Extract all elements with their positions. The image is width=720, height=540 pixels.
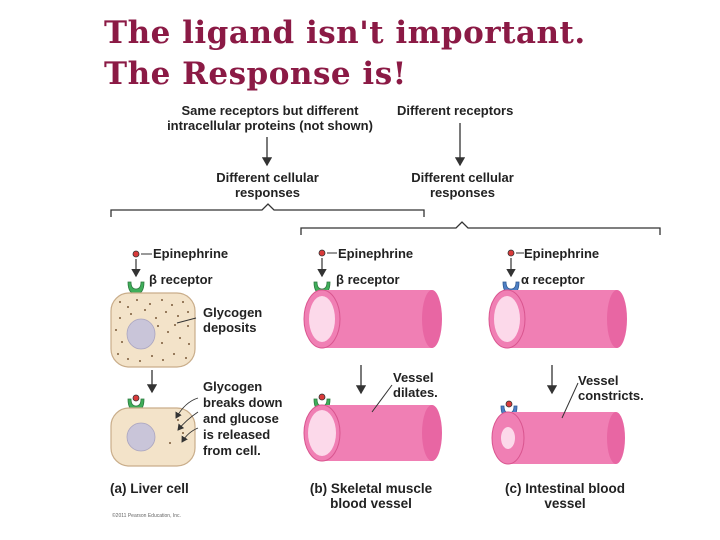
release-arrows [175, 397, 199, 443]
receptor-text-c: receptor [532, 272, 585, 287]
slide-title-line-1: The ligand isn't important. [104, 15, 586, 51]
ligand-dot-a2 [132, 394, 140, 402]
ligand-label-b: Epinephrine [338, 246, 414, 261]
receptor-text-a: receptor [160, 272, 213, 287]
caption-b-line-1: (b) Skeletal muscle [309, 481, 433, 496]
dilates-line-1: Vessel [393, 370, 434, 385]
constricts-label: Vessel constricts. [578, 373, 644, 403]
liver-result-line-2: breaks down [203, 395, 283, 410]
left-heading: Same receptors but different intracellul… [150, 103, 390, 133]
copyright-credit: ©2011 Pearson Education, Inc. [112, 513, 181, 519]
ligand-dot-c [507, 249, 515, 257]
dilates-label: Vessel dilates. [393, 370, 438, 400]
left-heading-line-2: intracellular proteins (not shown) [167, 118, 373, 133]
left-margin-band [0, 0, 88, 540]
deposits-pointer [176, 317, 197, 324]
caption-b-line-2: blood vessel [330, 496, 412, 511]
liver-result-line-1: Glycogen [203, 379, 263, 394]
left-response: Different cellular responses [200, 170, 335, 200]
caption-c: (c) Intestinal blood vessel [490, 481, 640, 511]
receptor-symbol-a: β [149, 272, 157, 287]
right-heading: Different receptors [397, 103, 514, 118]
dilates-pointer [371, 384, 393, 413]
liver-result-line-3: and glucose [203, 411, 279, 426]
beta-receptor-a [127, 281, 145, 295]
vessel-c-bottom [508, 412, 616, 464]
receptor-symbol-c: α [521, 272, 529, 287]
right-response-line-2: responses [429, 185, 496, 200]
left-bracket [110, 203, 425, 217]
right-response: Different cellular responses [395, 170, 530, 200]
receptor-label-a: β receptor [149, 272, 213, 287]
liver-result-line-4: is released [203, 427, 271, 442]
right-margin-band [660, 0, 720, 540]
receptor-symbol-b: β [336, 272, 344, 287]
liver-result-line-5: from cell. [203, 443, 261, 458]
constricts-line-1: Vessel [578, 373, 619, 388]
constricts-line-2: constricts. [578, 388, 644, 403]
ligand-label-a: Epinephrine [153, 246, 229, 261]
caption-c-line-1: (c) Intestinal blood [505, 481, 625, 496]
receptor-text-b: receptor [347, 272, 400, 287]
receptor-label-b: β receptor [336, 272, 400, 287]
constricts-pointer [561, 382, 579, 419]
ligand-dot-a [132, 250, 140, 258]
right-response-line-1: Different cellular [411, 170, 514, 185]
deposits-label: Glycogen deposits [203, 305, 262, 335]
ligand-label-c: Epinephrine [524, 246, 600, 261]
liver-result-label: Glycogen breaks down and glucose is rele… [203, 379, 282, 459]
caption-b: (b) Skeletal muscle blood vessel [296, 481, 446, 511]
nucleus-top [126, 318, 156, 350]
dilates-line-2: dilates. [393, 385, 438, 400]
left-heading-line-1: Same receptors but different [181, 103, 359, 118]
glycogen-dots [115, 299, 190, 362]
left-response-line-2: responses [234, 185, 301, 200]
deposits-line-2: deposits [203, 320, 257, 335]
slide-title-line-2: The Response is! [104, 56, 407, 92]
left-response-line-1: Different cellular [216, 170, 319, 185]
caption-c-line-2: vessel [544, 496, 586, 511]
right-bracket [300, 221, 661, 235]
ligand-dot-c2 [505, 400, 513, 408]
nucleus-bottom [126, 422, 156, 452]
ligand-dot-b [318, 249, 326, 257]
caption-a: (a) Liver cell [110, 481, 189, 496]
deposits-line-1: Glycogen [203, 305, 263, 320]
receptor-label-c: α receptor [521, 272, 585, 287]
ligand-dot-b2 [318, 393, 326, 401]
